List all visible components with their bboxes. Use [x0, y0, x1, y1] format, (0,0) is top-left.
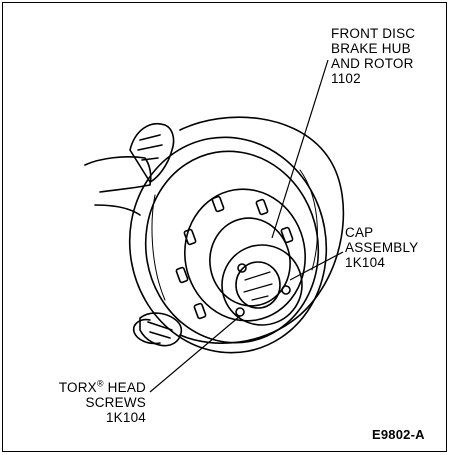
- hub-flange: [184, 188, 306, 322]
- label-hub-line-4: 1102: [331, 71, 361, 86]
- figure-id: E9802-A: [372, 427, 425, 442]
- label-torx-line-3: 1K104: [105, 410, 146, 425]
- registered-mark: ®: [96, 378, 104, 389]
- torx-screw-2: [281, 285, 291, 295]
- leader-cap: [289, 251, 344, 281]
- torx-screw-1: [237, 263, 247, 273]
- rotor-outer: [128, 136, 328, 354]
- rotor-rim: [144, 150, 320, 344]
- leader-torx: [149, 315, 241, 393]
- caliper-bottom: [139, 312, 182, 347]
- label-hub-line-2: BRAKE HUB: [331, 41, 411, 56]
- label-torx-head-screws: TORX® HEAD SCREWS 1K104: [28, 378, 146, 425]
- torx-screw-3: [235, 307, 245, 317]
- hand-fingers: [132, 318, 161, 345]
- caliper-top: [129, 123, 175, 183]
- torx-word: TORX: [58, 380, 97, 395]
- label-torx-line-2: SCREWS: [85, 395, 146, 410]
- lug-studs: [175, 195, 294, 320]
- hub-body: [209, 217, 291, 307]
- cap-inner: [235, 261, 281, 309]
- label-cap-line-1: CAP: [345, 225, 374, 240]
- backing-plate: [179, 116, 345, 344]
- head-word: HEAD: [103, 380, 146, 395]
- label-cap-line-2: ASSEMBLY: [345, 240, 419, 255]
- hand-lower: [94, 204, 141, 216]
- label-cap-line-3: 1K104: [345, 255, 386, 270]
- hand-outline: [84, 156, 152, 193]
- label-hub-line-3: AND ROTOR: [331, 56, 414, 71]
- label-torx-line-1: TORX® HEAD: [28, 378, 146, 395]
- cap-outer: [221, 244, 303, 326]
- label-front-disc-brake-hub: FRONT DISC BRAKE HUB AND ROTOR 1102: [331, 26, 415, 86]
- leader-hub: [271, 59, 329, 239]
- label-cap-assembly: CAP ASSEMBLY 1K104: [345, 225, 418, 270]
- label-hub-line-1: FRONT DISC: [331, 26, 416, 41]
